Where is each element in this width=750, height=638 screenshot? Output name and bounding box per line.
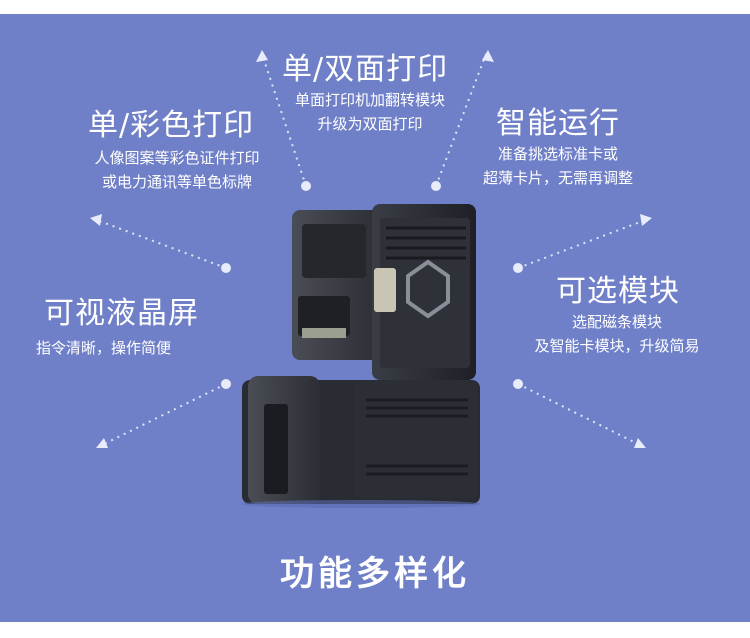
callout-dot (301, 181, 311, 191)
callout-dot (221, 263, 231, 273)
feature-desc-line: 或电力通讯等单色标牌 (101, 173, 252, 191)
arrow-icon (640, 214, 652, 226)
feature-title-module: 可选模块 (556, 274, 680, 309)
callout-lines (90, 50, 652, 448)
feature-title-color: 单/彩色打印 (88, 108, 255, 143)
feature-panel: 单/双面打印 单面打印机加翻转模块 升级为双面打印 单/彩色打印 人像图案等彩色… (0, 14, 750, 622)
feature-desc-line: 准备挑选标准卡或 (497, 145, 618, 163)
feature-desc-line: 指令清晰，操作简便 (36, 339, 172, 357)
printer-image (242, 204, 480, 508)
arrow-icon (256, 50, 268, 62)
feature-desc-line: 人像图案等彩色证件打印 (94, 149, 260, 167)
feature-title-screen: 可视液晶屏 (44, 296, 199, 331)
footer-heading: 功能多样化 (280, 554, 470, 594)
arrow-icon (90, 214, 102, 226)
feature-desc-line: 升级为双面打印 (317, 115, 423, 133)
arrow-icon (482, 50, 494, 62)
callout-line-module (517, 383, 643, 447)
feature-desc-line: 选配磁条模块 (571, 313, 662, 331)
feature-desc-color: 人像图案等彩色证件打印 或电力通讯等单色标牌 (70, 146, 284, 194)
arrow-icon (96, 438, 108, 448)
feature-desc-module: 选配磁条模块 及智能卡模块，升级简易 (494, 310, 740, 358)
callout-dot (431, 181, 441, 191)
callout-line-duplex-right (435, 53, 487, 187)
callout-line-smart (517, 218, 649, 269)
feature-desc-screen: 指令清晰，操作简便 (36, 336, 171, 360)
callout-dot (513, 263, 523, 273)
feature-title-smart: 智能运行 (496, 106, 620, 141)
feature-desc-line: 单面打印机加翻转模块 (294, 91, 445, 109)
callout-line-color (93, 218, 227, 269)
feature-desc-line: 及智能卡模块，升级简易 (534, 337, 700, 355)
callout-line-screen (99, 383, 227, 447)
feature-desc-duplex: 单面打印机加翻转模块 升级为双面打印 (270, 88, 470, 136)
callout-dot (221, 379, 231, 389)
feature-desc-line: 超薄卡片，无需再调整 (482, 169, 633, 187)
feature-desc-smart: 准备挑选标准卡或 超薄卡片，无需再调整 (458, 142, 658, 190)
callout-dot (513, 379, 523, 389)
arrow-icon (634, 438, 646, 448)
feature-title-duplex: 单/双面打印 (282, 52, 449, 87)
